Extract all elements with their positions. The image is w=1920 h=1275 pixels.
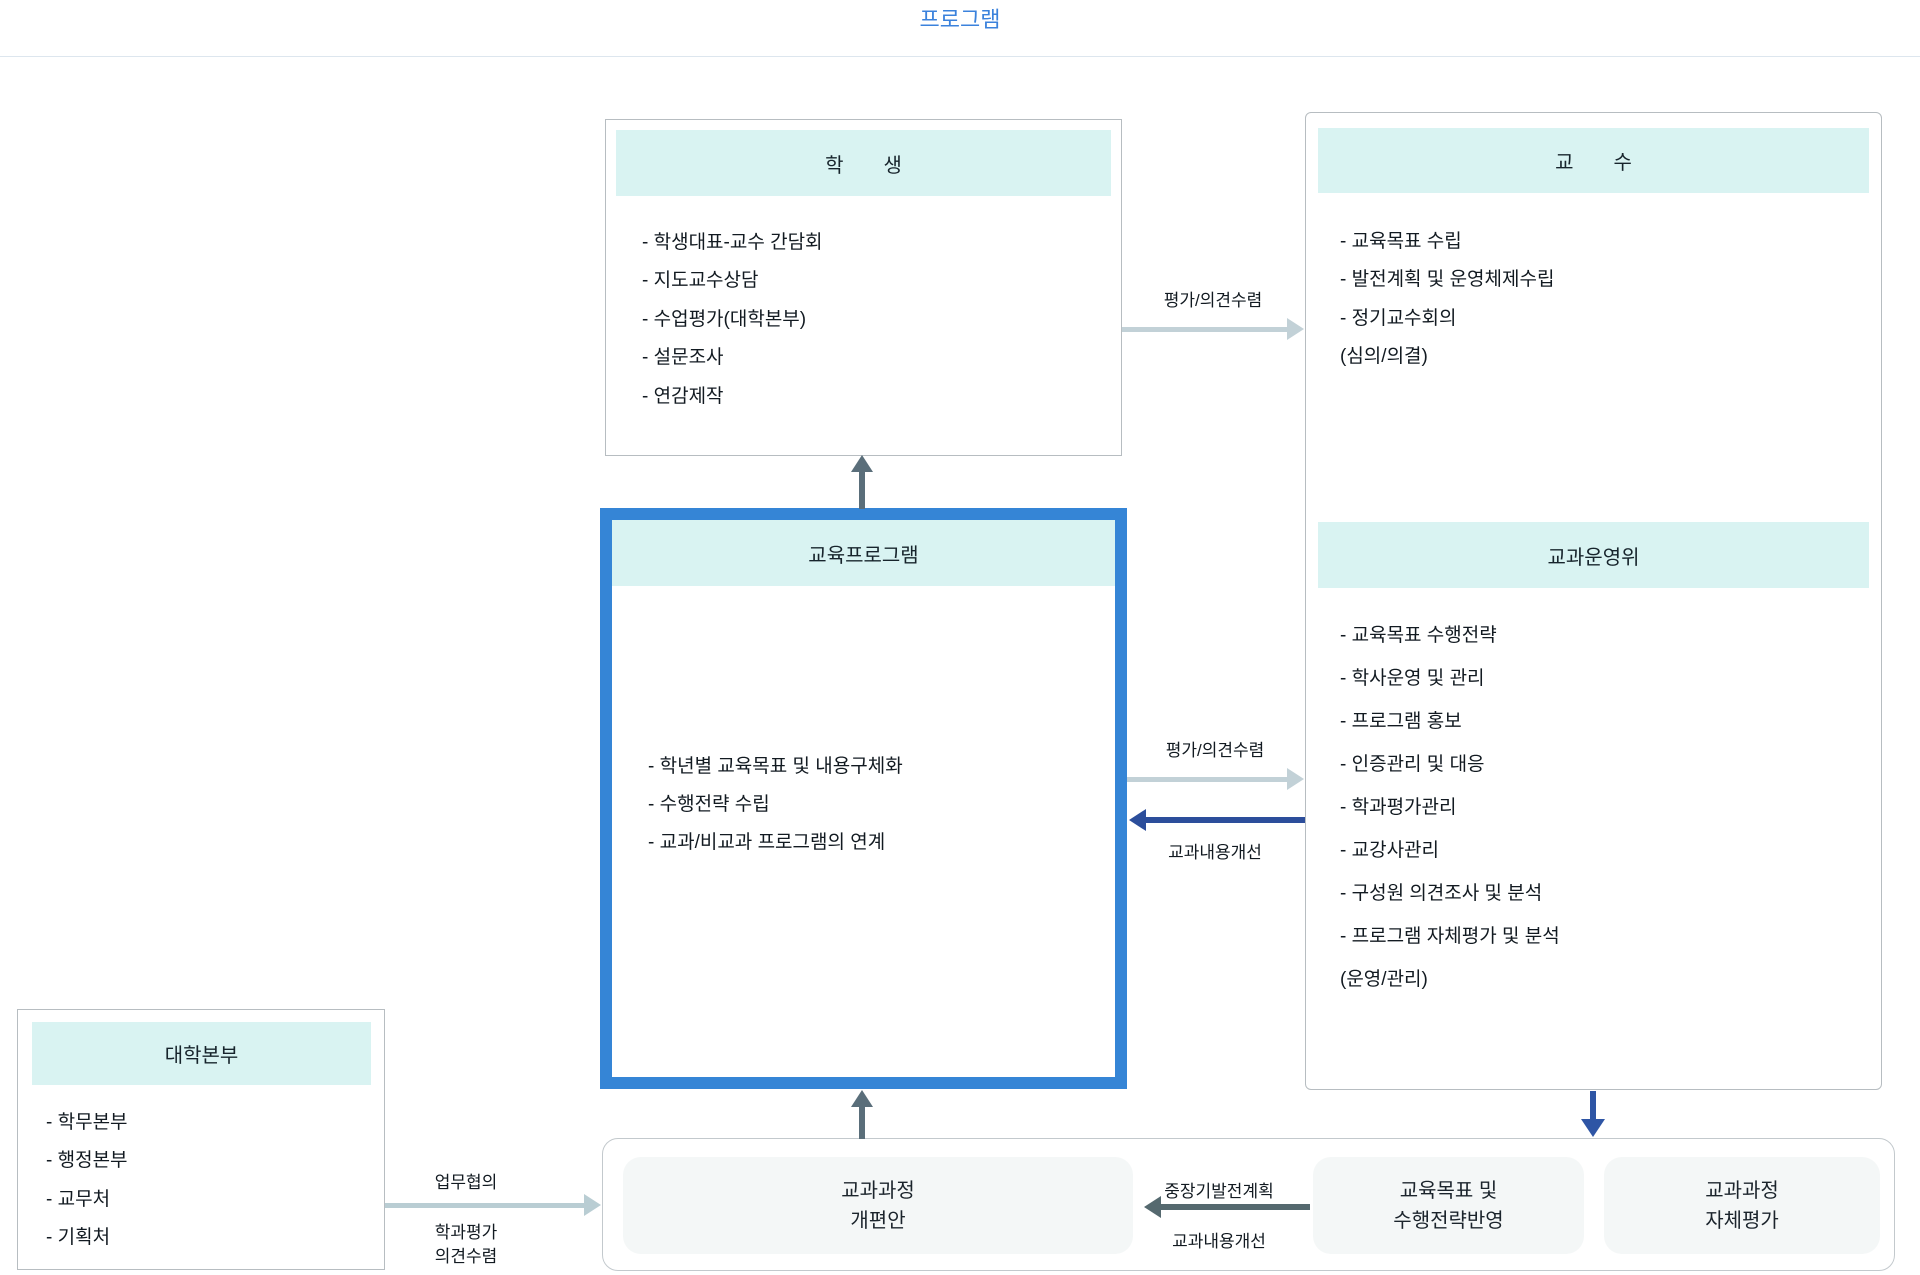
label-curriculum-improvement: 교과내용개선 xyxy=(1168,843,1262,862)
list-item: - 교과/비교과 프로그램의 연계 xyxy=(648,832,886,853)
list-item: - 교무처 xyxy=(46,1188,111,1210)
page-title: 프로그램 xyxy=(919,7,1001,32)
list-item: (심의/의결) xyxy=(1340,346,1428,368)
up-arrow-icon xyxy=(851,455,873,472)
professor-committee-box: 교 수 - 교육목표 수립 - 발전계획 및 운영체제수립 - 정기교수회의 (… xyxy=(1305,112,1882,1090)
right-arrow-icon xyxy=(584,1194,601,1216)
up-arrow-stem xyxy=(859,1104,865,1139)
left-arrow-stem xyxy=(1160,1204,1310,1210)
curriculum-revision-box: 교과과정 개편안 xyxy=(623,1157,1133,1254)
list-item: - 연감제작 xyxy=(642,385,724,407)
list-item: - 인증관리 및 대응 xyxy=(1340,754,1485,775)
list-item: - 학사운영 및 관리 xyxy=(1340,668,1485,689)
list-item: - 지도교수상담 xyxy=(642,270,759,292)
label-midterm-plan: 중장기발전계획 xyxy=(1164,1182,1274,1201)
down-arrow-icon xyxy=(1581,1119,1605,1137)
list-item: - 행정본부 xyxy=(46,1150,128,1172)
self-evaluation-box: 교과과정 자체평가 xyxy=(1604,1157,1880,1254)
label-curriculum-improvement: 교과내용개선 xyxy=(1172,1232,1266,1251)
label-evaluation-feedback: 평가/의견수렴 xyxy=(1165,741,1265,760)
left-arrow-icon xyxy=(1129,809,1146,831)
right-arrow-icon xyxy=(1287,318,1304,340)
right-arrow-stem xyxy=(1122,327,1288,332)
right-arrow-stem xyxy=(1127,777,1288,782)
up-arrow-stem xyxy=(859,471,865,509)
label-work-consultation: 업무협의 xyxy=(434,1173,498,1192)
right-arrow-icon xyxy=(1287,768,1304,790)
committee-box-header: 교과운영위 xyxy=(1318,522,1869,588)
education-program-box: 교육프로그램 - 학년별 교육목표 및 내용구체화 - 수행전략 수립 - 교과… xyxy=(600,508,1127,1089)
up-arrow-icon xyxy=(851,1090,873,1107)
list-item: - 프로그램 홍보 xyxy=(1340,711,1462,732)
education-program-header: 교육프로그램 xyxy=(612,520,1115,586)
student-box-header: 학 생 xyxy=(616,130,1111,196)
list-item: - 교강사관리 xyxy=(1340,840,1440,861)
committee-box-items: - 교육목표 수행전략 - 학사운영 및 관리 - 프로그램 홍보 - 인증관리… xyxy=(1340,614,1560,1001)
goal-strategy-box: 교육목표 및 수행전략반영 xyxy=(1313,1157,1584,1254)
list-item: - 교육목표 수립 xyxy=(1340,231,1462,252)
list-item: - 학년별 교육목표 및 내용구체화 xyxy=(648,756,903,777)
professor-box-header: 교 수 xyxy=(1318,128,1869,193)
headquarters-box: 대학본부 - 학무본부 - 행정본부 - 교무처 - 기획처 xyxy=(17,1009,385,1270)
list-item: - 정기교수회의 xyxy=(1340,307,1457,329)
list-item: - 프로그램 자체평가 및 분석 xyxy=(1340,926,1560,947)
header-divider xyxy=(0,56,1920,57)
label-department-evaluation: 학과평가 의견수렴 xyxy=(434,1223,498,1266)
list-item: - 수행전략 수립 xyxy=(648,794,770,815)
list-item: (운영/관리) xyxy=(1340,969,1428,990)
bottom-panel: 교과과정 개편안 교육목표 및 수행전략반영 교과과정 자체평가 xyxy=(602,1138,1895,1271)
label-evaluation-feedback: 평가/의견수렴 xyxy=(1163,291,1263,310)
left-arrow-icon xyxy=(1144,1196,1161,1218)
left-arrow-stem xyxy=(1145,817,1305,823)
professor-box-items: - 교육목표 수립 - 발전계획 및 운영체제수립 - 정기교수회의 (심의/의… xyxy=(1340,223,1554,377)
student-box: 학 생 - 학생대표-교수 간담회 - 지도교수상담 - 수업평가(대학본부) … xyxy=(605,119,1122,456)
list-item: - 설문조사 xyxy=(642,347,724,369)
list-item: - 구성원 의견조사 및 분석 xyxy=(1340,883,1543,904)
list-item: - 교육목표 수행전략 xyxy=(1340,625,1497,646)
list-item: - 학생대표-교수 간담회 xyxy=(642,232,823,253)
education-program-items: - 학년별 교육목표 및 내용구체화 - 수행전략 수립 - 교과/비교과 프로… xyxy=(648,748,903,862)
student-box-items: - 학생대표-교수 간담회 - 지도교수상담 - 수업평가(대학본부) - 설문… xyxy=(642,224,823,416)
list-item: - 학과평가관리 xyxy=(1340,797,1457,818)
right-arrow-stem xyxy=(385,1203,585,1208)
list-item: - 수업평가(대학본부) xyxy=(642,308,807,330)
list-item: - 발전계획 및 운영체제수립 xyxy=(1340,269,1555,291)
list-item: - 학무본부 xyxy=(46,1112,128,1133)
down-arrow-stem xyxy=(1590,1091,1596,1121)
headquarters-box-items: - 학무본부 - 행정본부 - 교무처 - 기획처 xyxy=(46,1104,128,1258)
headquarters-box-header: 대학본부 xyxy=(32,1022,371,1085)
list-item: - 기획처 xyxy=(46,1227,111,1249)
